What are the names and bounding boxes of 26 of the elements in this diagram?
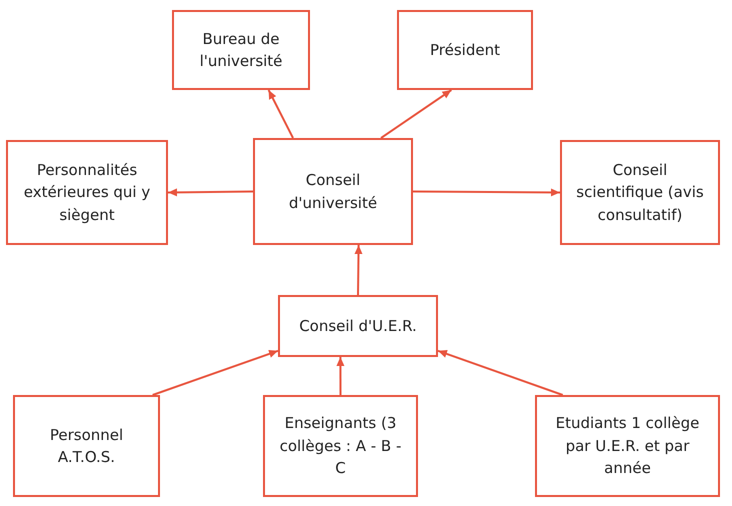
box-label: Bureau de l'université xyxy=(198,28,284,72)
arrow xyxy=(168,188,254,196)
box-label: Enseignants (3 collèges : A - B - C xyxy=(278,413,402,480)
org-box xyxy=(13,395,160,497)
org-box xyxy=(278,295,438,357)
box-label: Personnel A.T.O.S. xyxy=(48,424,124,468)
arrow xyxy=(413,188,560,196)
arrow xyxy=(336,357,344,395)
org-box xyxy=(397,10,533,90)
org-box xyxy=(560,140,720,245)
org-box xyxy=(263,395,418,497)
org-box xyxy=(6,140,168,245)
org-box xyxy=(172,10,310,90)
box-label: Conseil d'U.E.R. xyxy=(299,316,417,337)
box-label: Conseil d'université xyxy=(288,170,378,214)
arrow xyxy=(380,89,452,139)
arrow xyxy=(438,350,564,396)
box-label: Personnalités extérieures qui y siègent xyxy=(22,160,152,226)
arrow xyxy=(268,90,294,138)
box-label: Président xyxy=(430,40,500,61)
arrow xyxy=(354,244,362,296)
box-label: Conseil scientifique (avis consultatif) xyxy=(575,160,705,226)
arrow xyxy=(152,350,278,396)
org-box xyxy=(253,138,413,245)
box-label: Etudiants 1 collège par U.E.R. et par année xyxy=(554,413,700,480)
org-box xyxy=(535,395,720,497)
